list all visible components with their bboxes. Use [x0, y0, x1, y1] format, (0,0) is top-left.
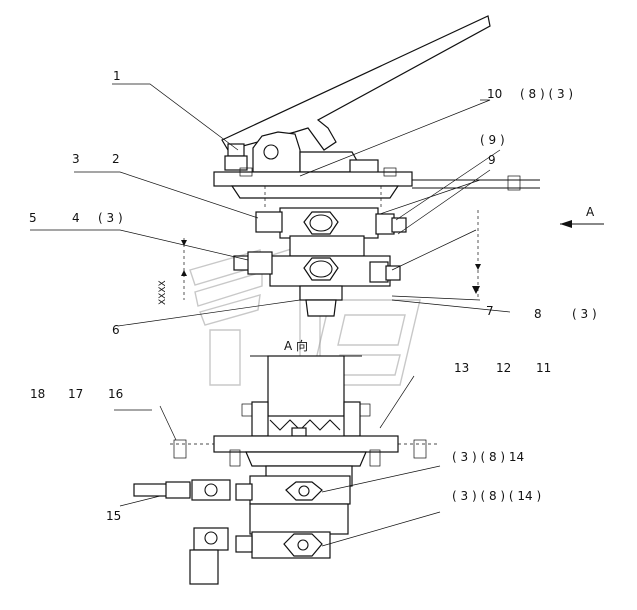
upper-valve — [255, 207, 407, 257]
label-4: 4 — [72, 211, 80, 225]
label-7: 7 — [486, 304, 494, 318]
label-5: 5 — [29, 211, 37, 225]
label-2: 2 — [112, 152, 120, 166]
label-16: 16 — [108, 387, 123, 401]
label-14b: ( 3 ) ( 8 ) ( 14 ) — [452, 489, 541, 503]
label-9: 9 — [488, 153, 496, 167]
mounting-plate — [213, 167, 540, 210]
label-13: 13 — [454, 361, 469, 375]
label-6: 6 — [112, 323, 120, 337]
pivot-pin — [263, 144, 279, 160]
dim-label: XXXX — [158, 280, 168, 305]
dimension-marks: XXXX — [158, 210, 481, 305]
label-3: 3 — [72, 152, 80, 166]
adjust-screw — [227, 143, 245, 157]
view-arrow-head — [560, 220, 572, 228]
leader-lines-lower — [114, 375, 441, 547]
adjust-nut — [224, 155, 248, 171]
label-11: 11 — [536, 361, 551, 375]
lower-valve — [233, 251, 401, 317]
label-18: 18 — [30, 387, 45, 401]
label-8: 8 — [534, 307, 542, 321]
leader-lines-upper — [30, 83, 604, 327]
label-17: 17 — [68, 387, 83, 401]
label-12: 12 — [496, 361, 511, 375]
callout-labels: 1 10 ( 8 ) ( 3 ) ( 9 ) 3 2 9 A 5 4 ( 3 )… — [29, 69, 597, 523]
label-8-ref: ( 3 ) — [572, 307, 597, 321]
label-15: 15 — [106, 509, 121, 523]
label-9-paren: ( 9 ) — [480, 133, 505, 147]
brake-pedal — [221, 15, 491, 175]
arrow-a-label: A — [586, 205, 595, 219]
label-14a: ( 3 ) ( 8 ) 14 — [452, 450, 524, 464]
label-1: 1 — [113, 69, 121, 83]
lower-valve-assembly — [133, 451, 367, 585]
lower-bracket — [170, 355, 440, 467]
label-4-ref: ( 3 ) — [98, 211, 123, 225]
label-10-refs: ( 8 ) ( 3 ) — [520, 87, 573, 101]
view-a-label: A 向 — [284, 338, 308, 353]
label-10: 10 — [487, 87, 502, 101]
